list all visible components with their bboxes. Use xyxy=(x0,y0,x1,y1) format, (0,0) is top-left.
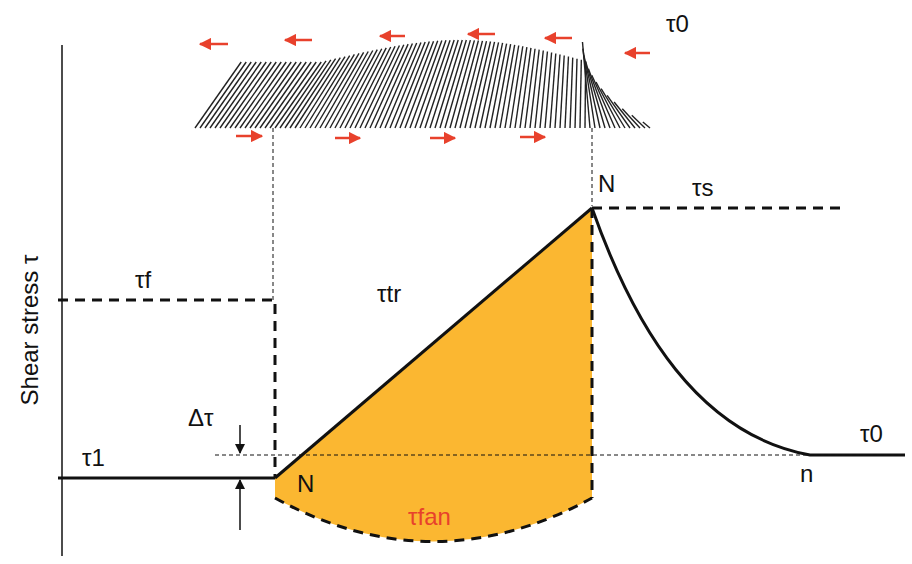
tau-f-label: τf xyxy=(135,266,151,294)
domino-line xyxy=(535,51,543,128)
shear-arrow xyxy=(520,136,545,139)
domino-line xyxy=(601,89,625,128)
domino-line xyxy=(195,62,241,128)
domino-line xyxy=(410,41,442,128)
domino-line xyxy=(270,62,316,128)
domino-line xyxy=(315,53,359,128)
shear-arrow xyxy=(380,35,405,38)
domino-line xyxy=(295,58,340,128)
domino-line xyxy=(570,58,573,128)
domino-line xyxy=(280,61,326,128)
point-label: n xyxy=(800,460,813,488)
axis-title: Shear stress τ xyxy=(16,255,44,406)
domino-line xyxy=(520,48,531,128)
domino-line xyxy=(385,42,421,128)
domino-line xyxy=(455,41,478,128)
domino-line xyxy=(260,62,306,128)
domino-line xyxy=(255,62,301,128)
tau-fan-curve xyxy=(275,498,592,542)
domino-line xyxy=(420,40,450,128)
tau1-line xyxy=(58,477,275,480)
domino-line xyxy=(530,50,539,128)
tau-s-line xyxy=(592,207,845,210)
tau-s-label: τs xyxy=(692,174,713,202)
domino-line xyxy=(265,62,311,128)
domino-line xyxy=(405,41,438,128)
domino-line xyxy=(235,62,281,128)
shear-arrow xyxy=(468,33,495,36)
domino-line xyxy=(525,49,535,128)
domino-line xyxy=(230,62,276,128)
domino-fan xyxy=(195,40,650,128)
point-label: N xyxy=(598,170,615,198)
point-label: N xyxy=(297,470,314,498)
shear-arrow xyxy=(545,37,572,40)
guide-line xyxy=(592,128,593,206)
domino-line xyxy=(240,62,286,128)
decay-curve xyxy=(592,208,905,455)
tau1-label: τ1 xyxy=(82,444,105,472)
shear-arrow xyxy=(625,52,650,55)
domino-line xyxy=(490,44,507,128)
tau0-reference-line xyxy=(215,455,905,456)
domino-line xyxy=(560,56,564,128)
domino-line xyxy=(555,54,560,128)
domino-line xyxy=(200,62,246,128)
delta-tau-label: Δτ xyxy=(188,404,214,432)
domino-line xyxy=(210,62,256,128)
domino-line xyxy=(622,109,640,128)
fan-area xyxy=(275,208,592,542)
shear-arrow xyxy=(335,137,360,140)
tau-fan-label: τfan xyxy=(408,503,451,531)
domino-line xyxy=(632,115,645,128)
domino-line xyxy=(290,59,336,128)
domino-line xyxy=(250,62,296,128)
shear-arrow xyxy=(285,39,312,42)
domino-line xyxy=(614,102,635,128)
domino-line xyxy=(285,60,331,128)
domino-line xyxy=(220,62,266,128)
domino-line xyxy=(300,57,345,128)
tau0-label: τ0 xyxy=(666,10,689,38)
tau0-label: τ0 xyxy=(860,420,883,448)
domino-line xyxy=(215,62,261,128)
shear-arrow xyxy=(236,135,262,138)
domino-line xyxy=(485,43,503,128)
domino-line xyxy=(575,59,577,128)
domino-line xyxy=(643,122,650,128)
shear-arrow xyxy=(200,43,228,46)
delta-arrow xyxy=(239,425,241,453)
domino-line xyxy=(460,41,482,128)
shear-arrow xyxy=(430,137,455,140)
domino-line xyxy=(245,62,291,128)
domino-line xyxy=(565,57,568,128)
tau-tr-label: τtr xyxy=(377,280,401,308)
tau-tr-line xyxy=(275,208,592,478)
domino-line xyxy=(480,42,499,128)
domino-line xyxy=(607,95,630,128)
domino-line xyxy=(550,53,556,128)
guide-line xyxy=(273,128,274,300)
domino-line xyxy=(225,62,271,128)
tau-f-line xyxy=(58,300,275,478)
domino-line xyxy=(415,40,446,128)
domino-line xyxy=(205,62,251,128)
domino-line xyxy=(475,42,495,128)
domino-line xyxy=(275,62,321,128)
domino-line xyxy=(310,54,354,128)
delta-arrow xyxy=(239,480,241,530)
domino-line xyxy=(400,41,434,128)
shear-arrows xyxy=(200,34,650,138)
domino-line xyxy=(580,60,581,128)
domino-line xyxy=(305,56,350,128)
